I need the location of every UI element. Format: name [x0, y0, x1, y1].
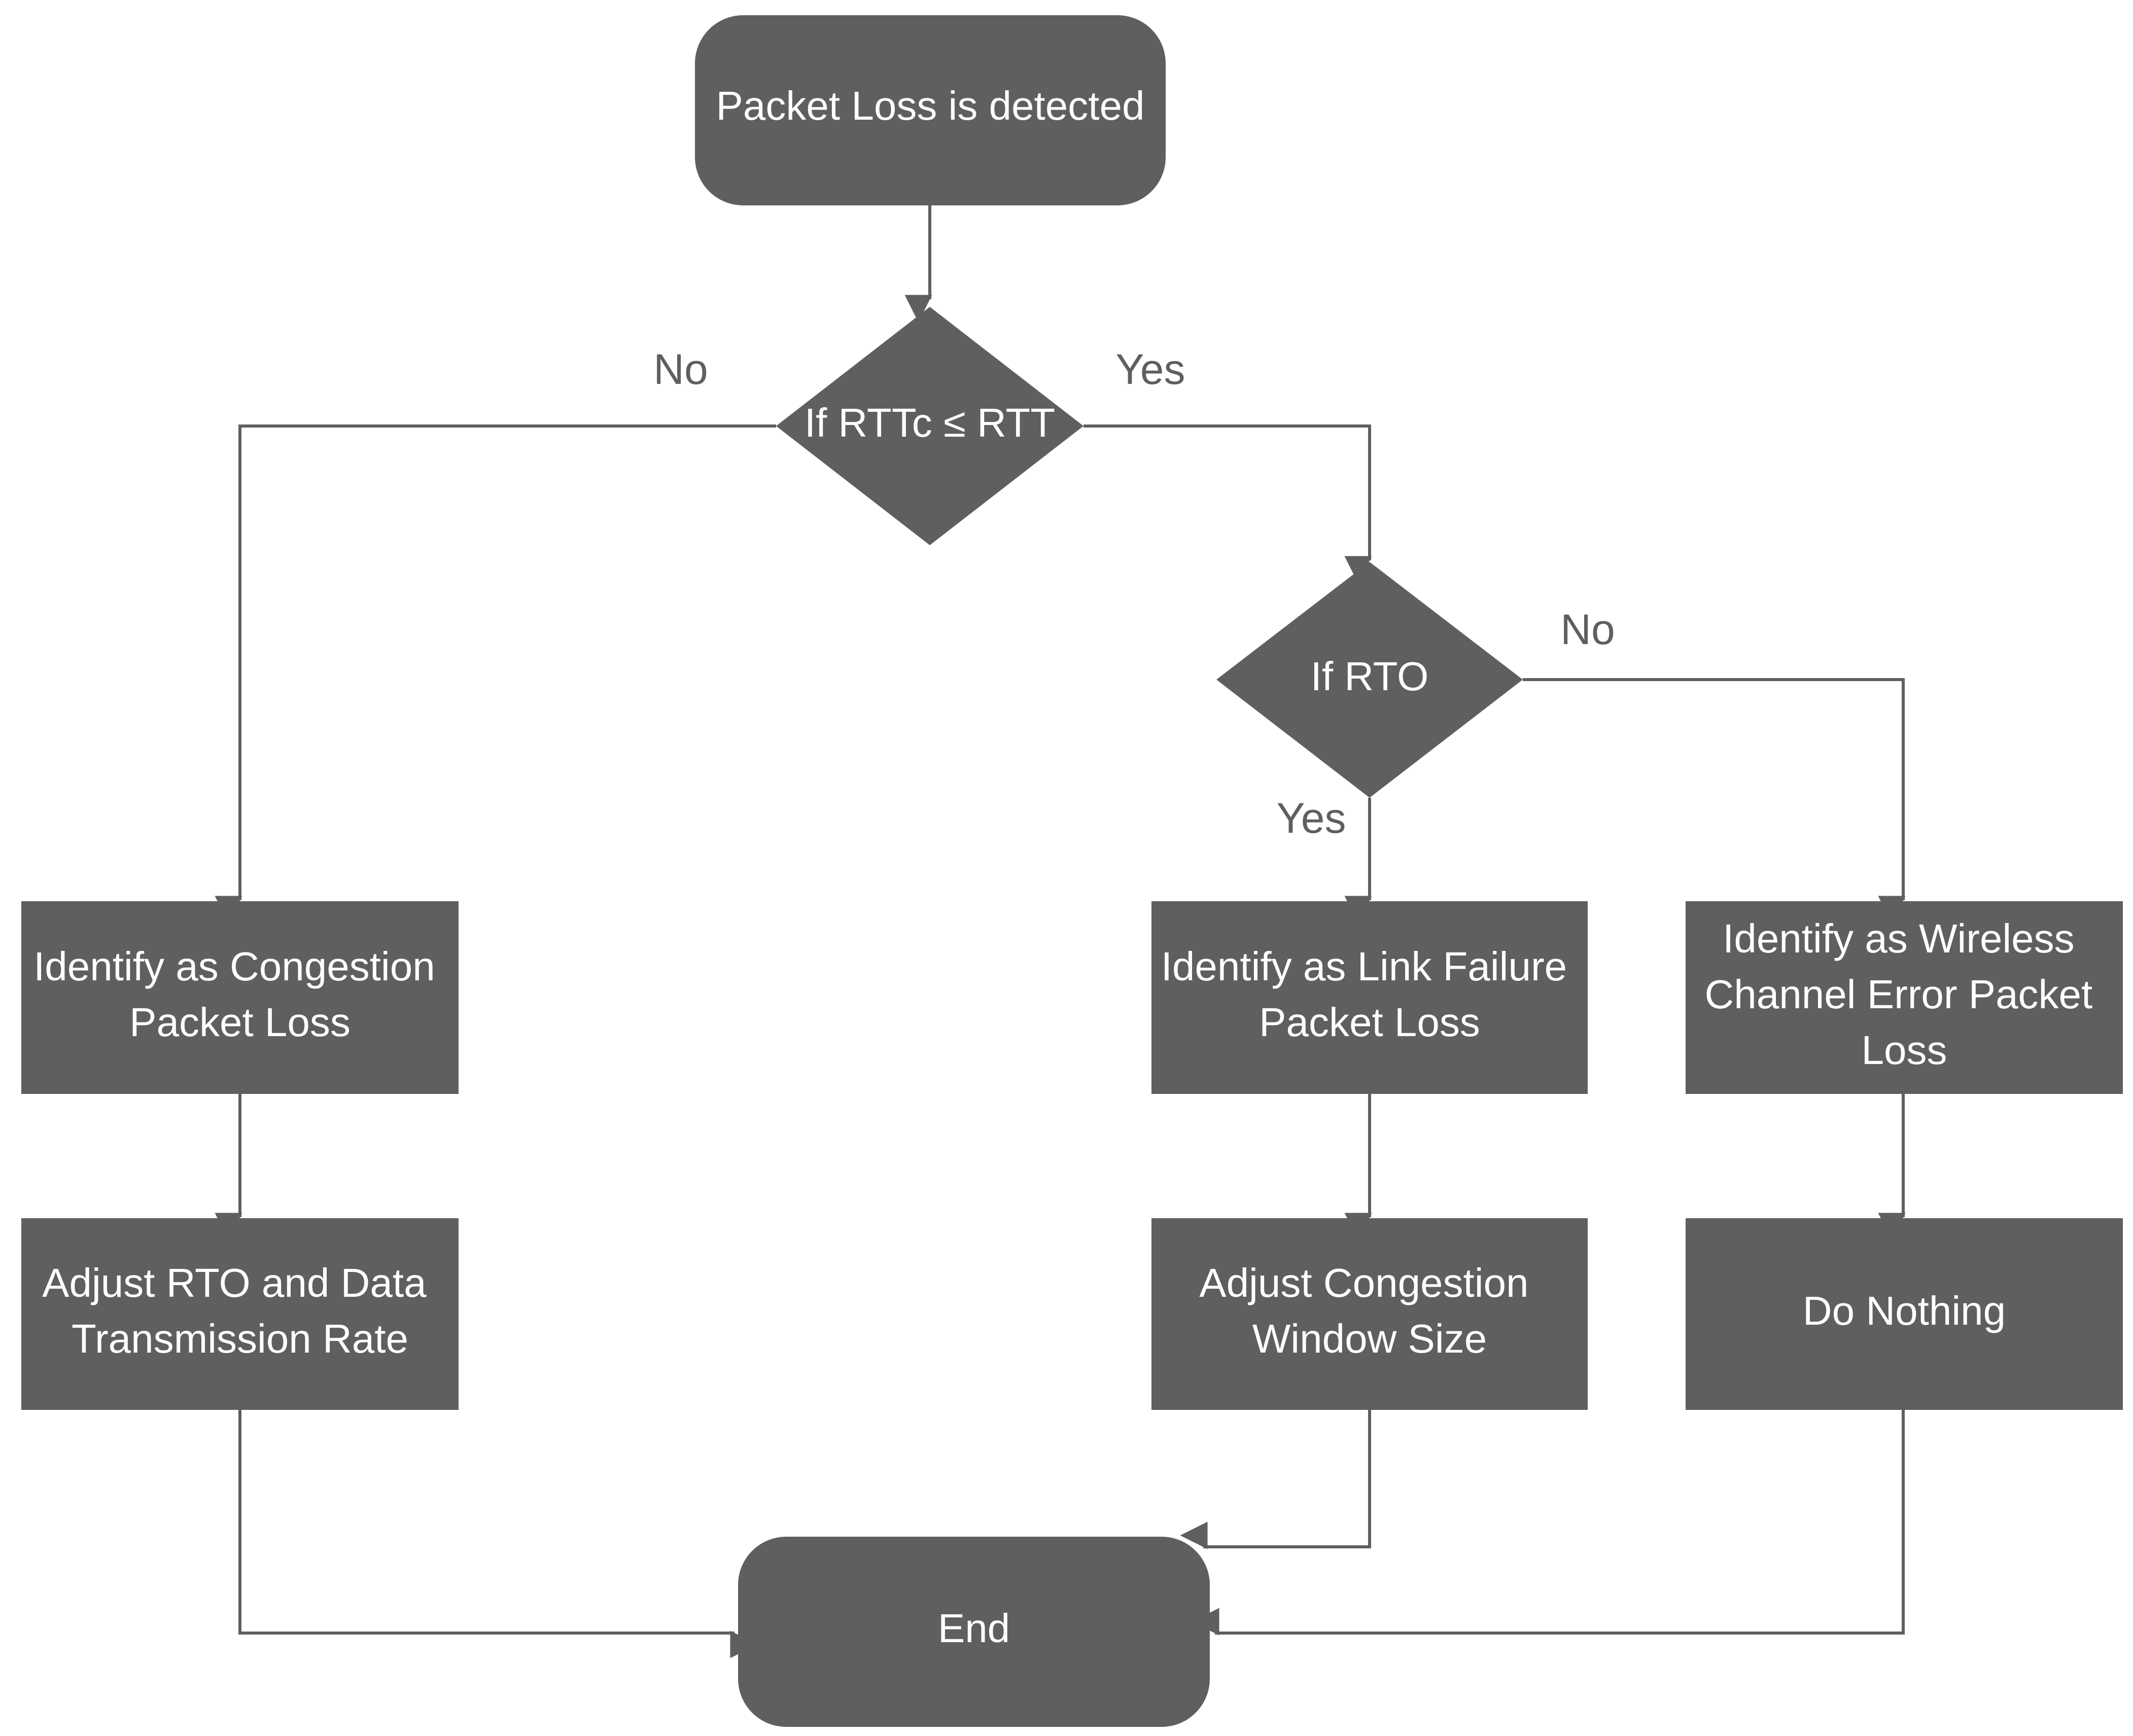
link-failure-loss-node: Identify as Link Failure Packet Loss [1151, 901, 1588, 1094]
edge-rtt-no-to-congestion [215, 424, 776, 924]
adjust-rto-label: Adjust RTO and Data Transmission Rate [42, 1260, 438, 1361]
rtt-decision-node: If RTTc ≤ RTT [776, 307, 1083, 545]
start-node-label: Packet Loss is detected [716, 83, 1145, 128]
edge-label-rtt-no: No [653, 345, 708, 393]
adjust-window-node: Adjust Congestion Window Size [1151, 1218, 1588, 1410]
do-nothing-label: Do Nothing [1803, 1288, 2006, 1333]
congestion-loss-node: Identify as Congestion Packet Loss [21, 901, 459, 1094]
edge-label-rto-yes: Yes [1276, 794, 1346, 842]
edge-do-nothing-to-end [1192, 1410, 1905, 1636]
end-node: End [738, 1537, 1210, 1727]
rto-decision-label: If RTO [1311, 654, 1429, 699]
rto-decision-node: If RTO [1216, 562, 1523, 798]
wireless-loss-label: Identify as Wireless Channel Error Packe… [1704, 916, 2104, 1073]
adjust-window-label: Adjust Congestion Window Size [1199, 1260, 1540, 1361]
edge-label-rtt-yes: Yes [1115, 345, 1185, 393]
adjust-rto-node: Adjust RTO and Data Transmission Rate [21, 1218, 459, 1410]
edge-adjust-rto-to-end [238, 1410, 758, 1658]
edge-rto-no-to-wireless [1523, 678, 1906, 924]
edge-label-rto-no: No [1560, 606, 1615, 653]
link-failure-loss-label: Identify as Link Failure Packet Loss [1161, 944, 1579, 1045]
wireless-loss-node: Identify as Wireless Channel Error Packe… [1686, 901, 2123, 1094]
do-nothing-node: Do Nothing [1686, 1218, 2123, 1410]
rtt-decision-label: If RTTc ≤ RTT [805, 400, 1055, 445]
edge-rtt-yes-to-rto-decision [1083, 424, 1372, 584]
start-node: Packet Loss is detected [695, 15, 1166, 205]
edge-adjust-window-to-end [1180, 1410, 1371, 1549]
congestion-loss-label: Identify as Congestion Packet Loss [33, 944, 446, 1045]
end-node-label: End [938, 1606, 1010, 1651]
